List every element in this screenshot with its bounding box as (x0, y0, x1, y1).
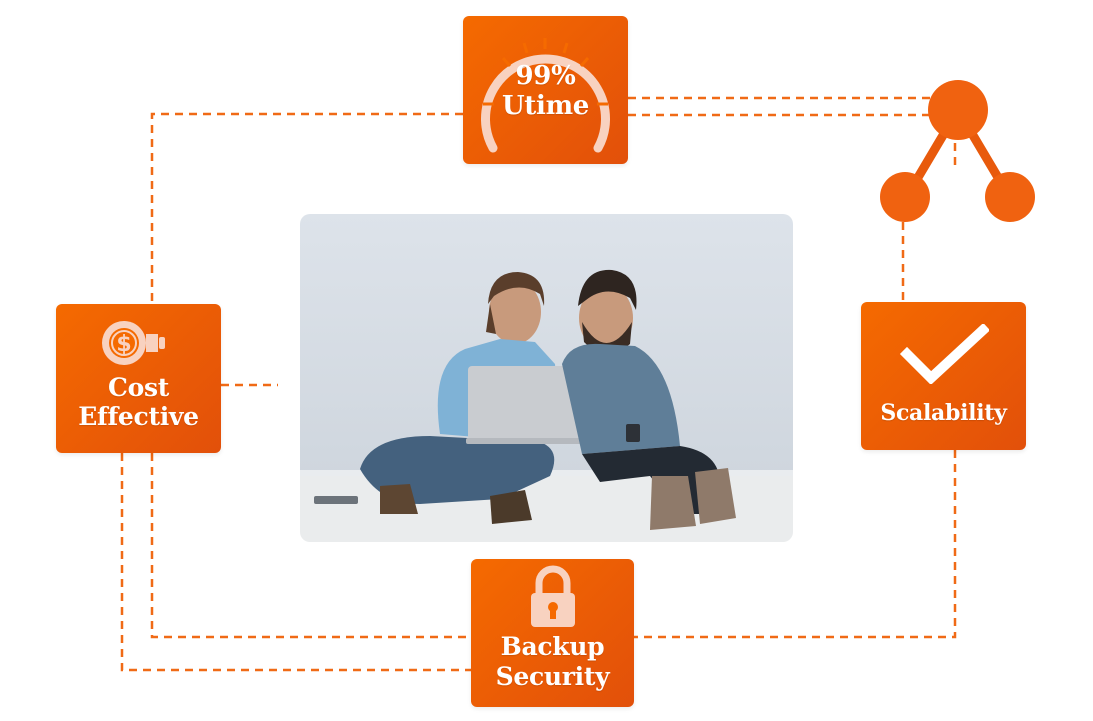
padlock-icon (531, 565, 575, 627)
cost-line1: Cost (108, 373, 169, 402)
speedometer-gauge-icon (481, 38, 610, 153)
checkmark-icon (899, 324, 989, 384)
uptime-percent: 99% (515, 61, 576, 91)
cost-line2: Effective (78, 402, 199, 431)
two-men-with-laptop-photo (300, 214, 793, 542)
scalability-label: Scalability (880, 400, 1007, 426)
backup-line1: Backup (500, 632, 605, 661)
svg-text:$: $ (116, 332, 131, 357)
backup-line2: Security (495, 662, 610, 691)
scalability-card: Scalability (861, 302, 1026, 450)
cost-effective-card: $ Cost Effective (56, 304, 221, 453)
network-nodes-icon (880, 80, 1035, 222)
uptime-label: Utime (501, 91, 590, 121)
uptime-card: 99% Utime (463, 16, 628, 164)
dollar-lightbulb-icon: $ (102, 321, 165, 365)
backup-security-card: Backup Security (471, 559, 634, 707)
